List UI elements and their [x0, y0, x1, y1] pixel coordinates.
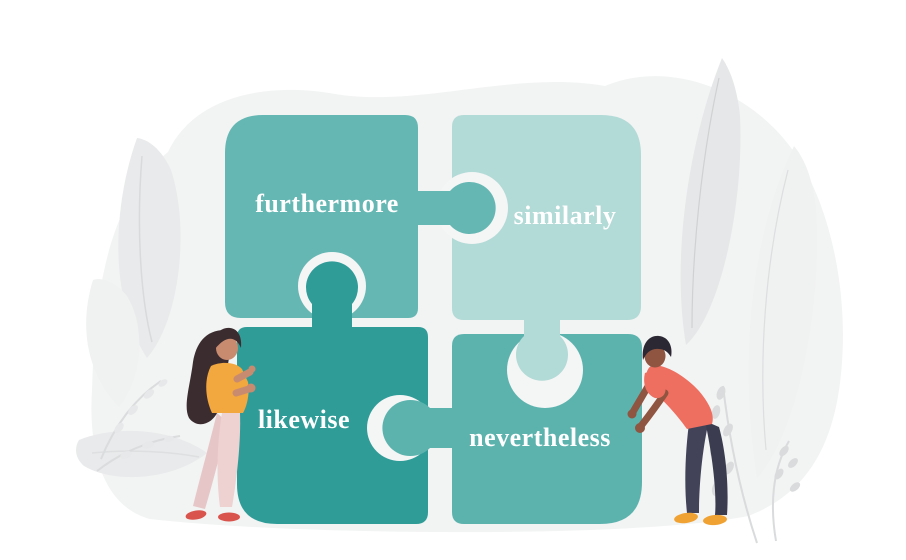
- woman-figure: [185, 327, 256, 522]
- man-front-leg: [705, 421, 728, 515]
- woman-shoe: [185, 510, 207, 520]
- puzzle-tab-down: [516, 312, 568, 381]
- leaf-vein: [691, 77, 720, 329]
- branch-stem: [100, 380, 162, 460]
- man-shoe: [703, 514, 727, 526]
- puzzle-piece-top-right: [452, 115, 641, 320]
- puzzle-piece-bottom-left: [237, 327, 428, 524]
- puzzle-piece-top-left: [225, 115, 418, 318]
- woman-arm-upper: [233, 368, 254, 383]
- woman-hand: [248, 365, 256, 373]
- puzzle-tab-left: [382, 400, 460, 456]
- man-arm-back: [637, 389, 669, 430]
- man-hair: [642, 335, 672, 360]
- leaf-icon: [748, 146, 817, 478]
- leaf-icon: [86, 279, 140, 407]
- puzzle-word-similarly: similarly: [514, 201, 617, 230]
- puzzle-tab-right: [408, 182, 496, 234]
- puzzle-word-furthermore: furthermore: [255, 189, 399, 218]
- leaf-icon: [118, 138, 181, 358]
- man-hand: [627, 409, 637, 419]
- puzzle-tab-up: [306, 261, 358, 332]
- leaf-icon: [680, 58, 741, 345]
- man-torso: [646, 365, 713, 429]
- left-leaf-cluster: [76, 138, 207, 478]
- woman-hand: [246, 383, 256, 393]
- puzzle: furthermore similarly likewise neverthel…: [225, 115, 642, 524]
- branch-stem: [722, 385, 758, 544]
- leaf-vein: [138, 155, 153, 343]
- branch-leaves: [114, 379, 174, 459]
- man-sleeve: [644, 372, 666, 399]
- man-figure: [627, 335, 728, 526]
- woman-hair-front: [214, 327, 242, 349]
- leaf-vein: [762, 169, 789, 451]
- puzzle-word-likewise: likewise: [258, 405, 350, 434]
- woman-front-leg: [217, 413, 241, 507]
- man-shoe: [674, 512, 698, 524]
- woman-shoe: [218, 512, 240, 522]
- man-back-leg: [685, 416, 708, 513]
- man-hand: [635, 423, 645, 433]
- woman-back-leg: [193, 413, 227, 509]
- puzzle-piece-bottom-right: [452, 334, 642, 524]
- puzzle-word-nevertheless: nevertheless: [469, 423, 611, 452]
